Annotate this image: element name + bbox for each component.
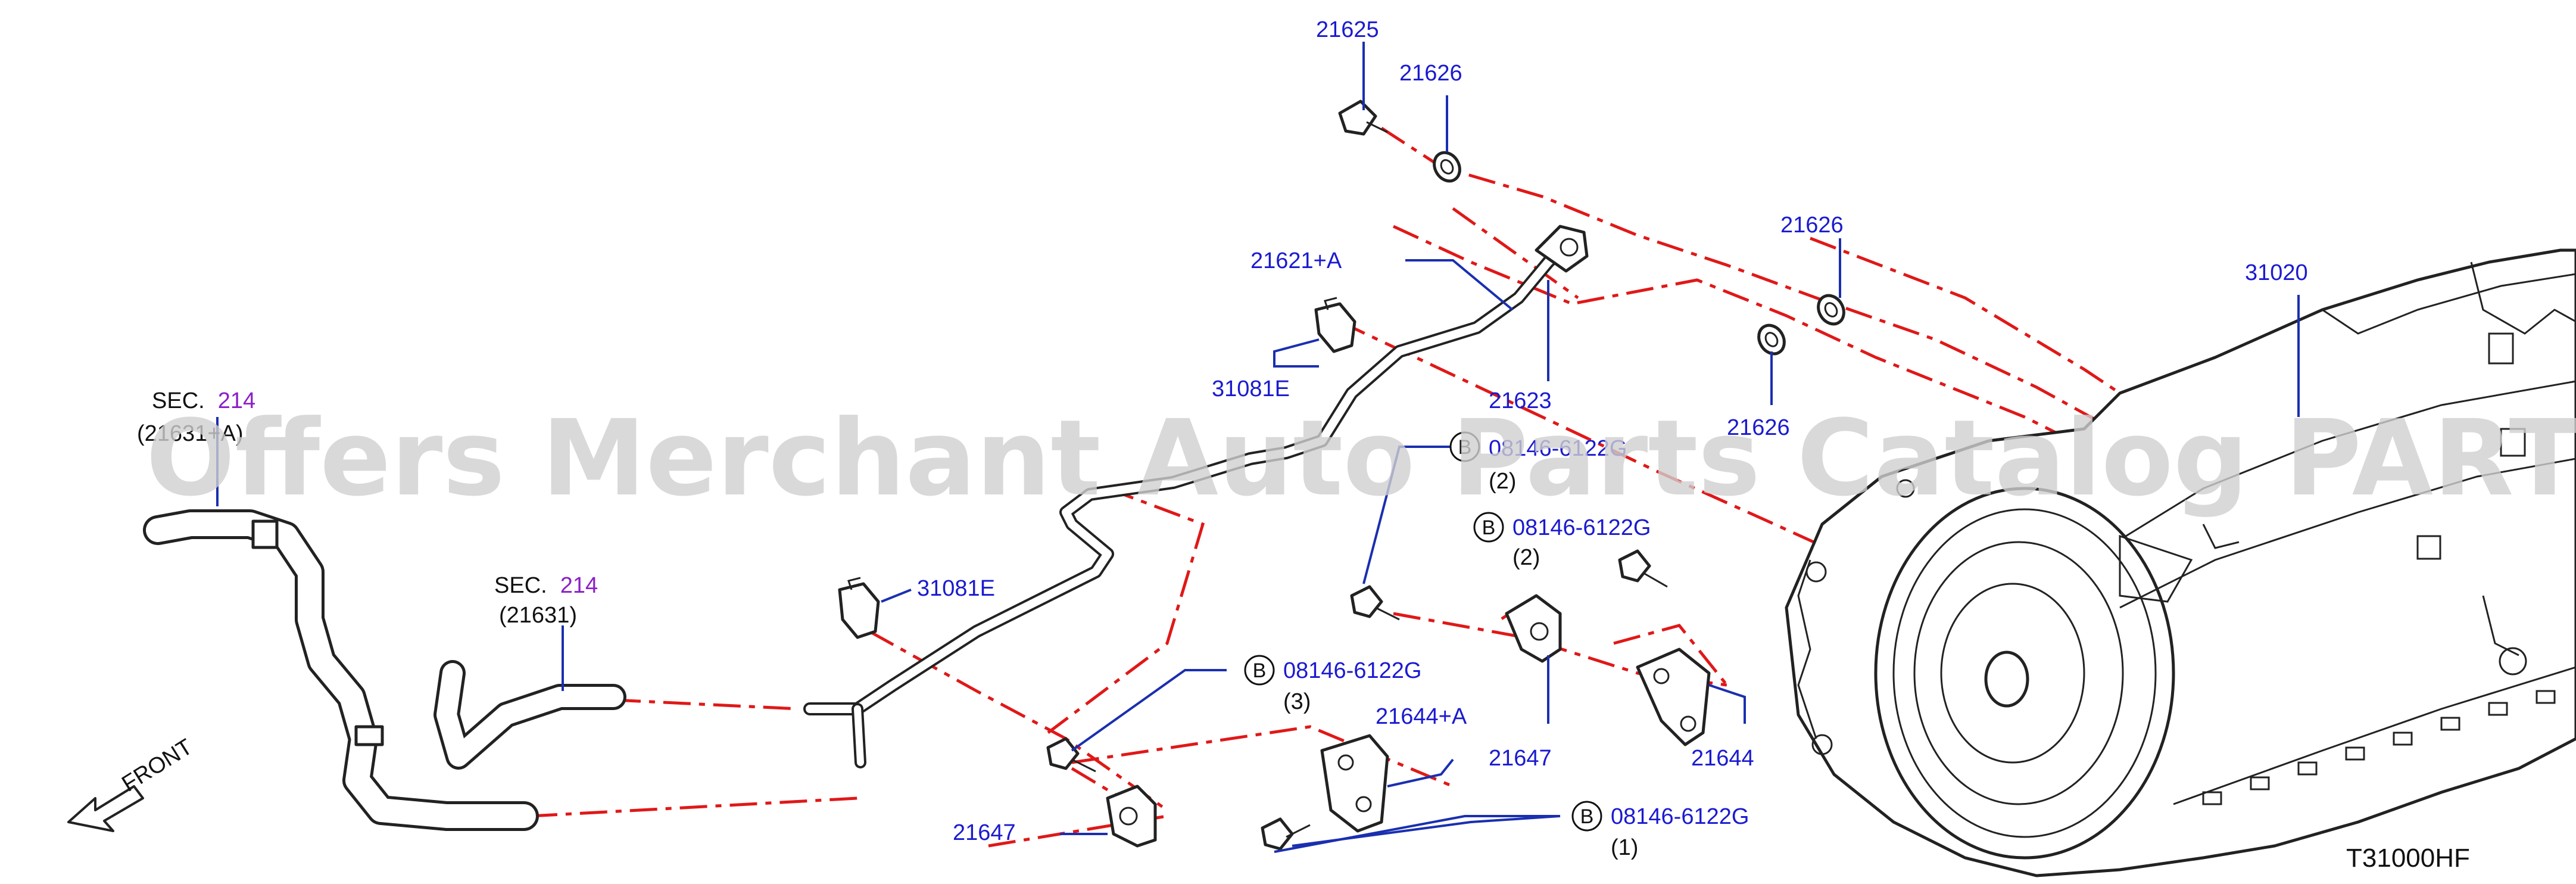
bolt-upper-right bbox=[1618, 549, 1668, 588]
bolt-callout-4-qty: (1) bbox=[1611, 835, 1638, 860]
svg-text:B: B bbox=[1458, 436, 1472, 459]
bolt-callout-1-qty: (2) bbox=[1489, 469, 1516, 494]
front-arrow-icon: FRONT bbox=[67, 734, 197, 832]
washer-21626-mid bbox=[1757, 323, 1786, 356]
label-21621a: 21621+A bbox=[1250, 248, 1342, 273]
washer-21626-right bbox=[1817, 294, 1845, 326]
section-ref-2-part: (21631) bbox=[499, 603, 577, 628]
bolt-callout-3-qty: (3) bbox=[1283, 689, 1311, 714]
label-21647-bot: 21647 bbox=[953, 820, 1016, 845]
clip-31081e-top bbox=[1314, 297, 1356, 353]
bolt-center bbox=[1350, 585, 1400, 621]
bolt-lower-left bbox=[1046, 737, 1096, 773]
label-31081e-mid: 31081E bbox=[917, 576, 995, 601]
diagram-code: T31000HF bbox=[2346, 843, 2470, 873]
svg-text:B: B bbox=[1580, 805, 1594, 828]
bolt-callout-1-part: 08146-6122G bbox=[1489, 436, 1627, 461]
part-labels: 21625 21626 21621+A 31081E 21623 21626 2… bbox=[137, 17, 2470, 873]
label-21625: 21625 bbox=[1316, 17, 1379, 42]
clamp-21647-mid bbox=[1505, 594, 1562, 663]
hose-21631 bbox=[434, 660, 626, 770]
label-21644: 21644 bbox=[1691, 746, 1754, 771]
section-ref-2: SEC.214 bbox=[494, 573, 598, 598]
bolt-callout-2-part: 08146-6122G bbox=[1512, 515, 1651, 540]
bolt-callout-b-4: B bbox=[1571, 801, 1602, 832]
clamp-21647-bot bbox=[1106, 785, 1157, 848]
washer-21626-top bbox=[1433, 151, 1461, 183]
section-ref-1: SEC.214 bbox=[152, 388, 255, 413]
clip-31081e-mid bbox=[838, 577, 880, 639]
label-21626-top: 21626 bbox=[1399, 61, 1462, 86]
bolt-callout-b-2: B bbox=[1473, 512, 1504, 543]
watermark-text: Offers Merchant Auto Parts Catalog PARTS… bbox=[146, 397, 2576, 519]
bolt-callout-b-1: B bbox=[1449, 431, 1480, 462]
svg-text:B: B bbox=[1482, 516, 1496, 539]
bolt-callout-4-part: 08146-6122G bbox=[1611, 804, 1749, 829]
bolt-callout-3-part: 08146-6122G bbox=[1283, 658, 1421, 683]
bolt-21625 bbox=[1338, 99, 1388, 136]
bolt-lower-center bbox=[1261, 817, 1311, 851]
cooler-tube-21621a bbox=[803, 225, 1589, 768]
label-21623: 21623 bbox=[1489, 388, 1552, 413]
label-21626-right: 21626 bbox=[1780, 213, 1844, 238]
hose-21631a bbox=[143, 509, 539, 831]
label-31020: 31020 bbox=[2245, 260, 2308, 285]
label-31081e-top: 31081E bbox=[1212, 376, 1290, 401]
label-21647-mid: 21647 bbox=[1489, 746, 1552, 771]
section-ref-1-part: (21631+A) bbox=[137, 421, 244, 446]
transmission-assembly bbox=[1785, 248, 2576, 877]
bracket-21644a bbox=[1320, 734, 1389, 833]
bolt-callout-2-qty: (2) bbox=[1512, 545, 1540, 570]
front-label: FRONT bbox=[118, 734, 197, 797]
label-21626-mid: 21626 bbox=[1727, 415, 1790, 440]
leader-lines bbox=[216, 42, 2300, 853]
svg-text:B: B bbox=[1253, 659, 1267, 682]
label-21644a: 21644+A bbox=[1376, 704, 1467, 729]
bolt-callout-b-3: B bbox=[1244, 655, 1275, 686]
bracket-21644 bbox=[1636, 648, 1711, 746]
